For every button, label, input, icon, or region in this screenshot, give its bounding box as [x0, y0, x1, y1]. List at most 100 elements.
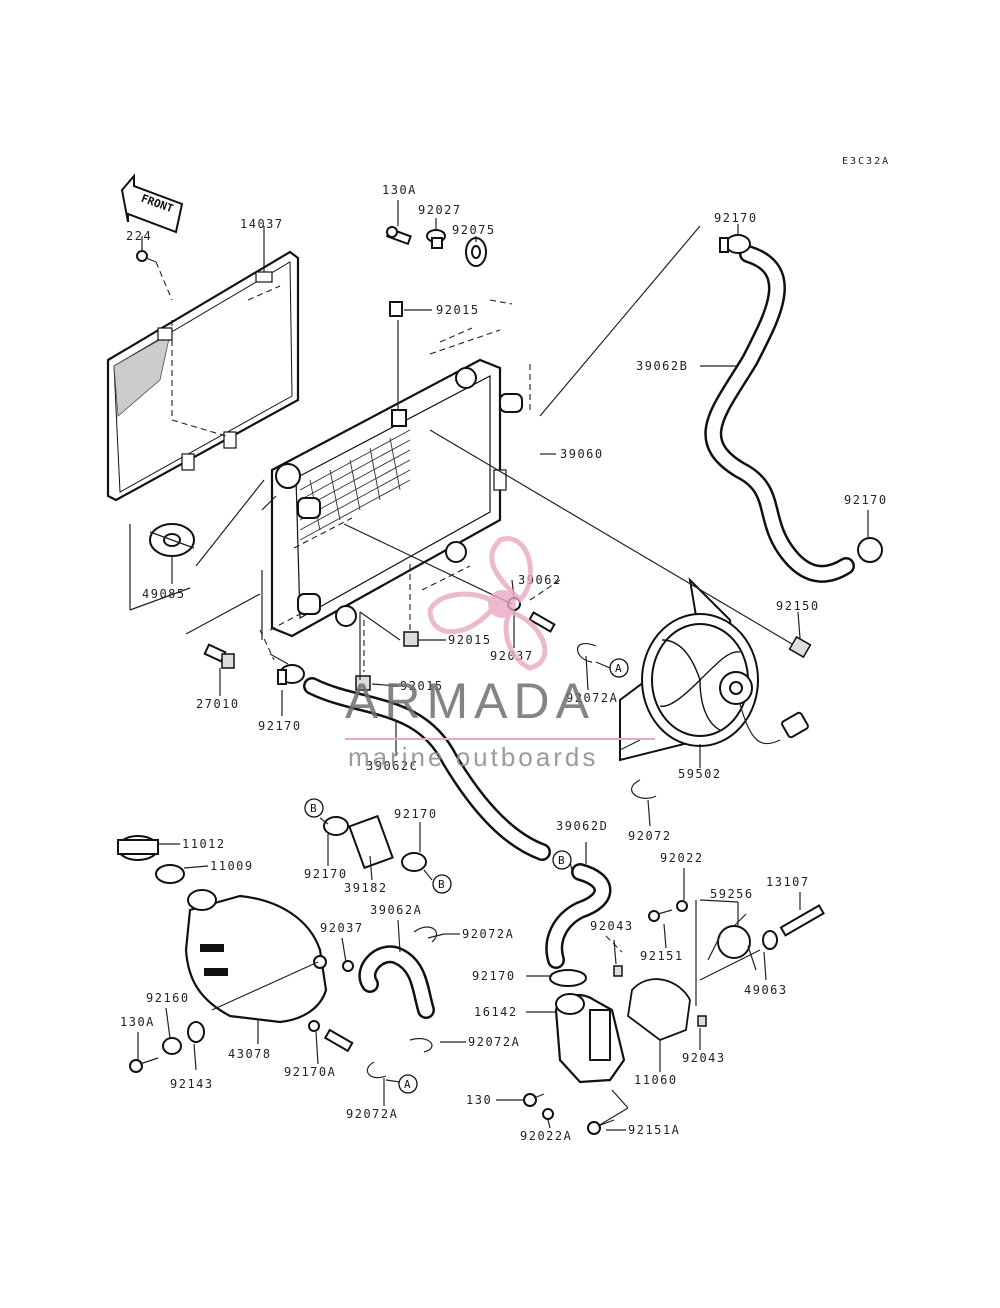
label-92072a-low1: 92072A: [462, 927, 514, 941]
callout-a1-text: A: [615, 662, 622, 675]
label-92170-pump: 92170: [472, 969, 516, 983]
callout-a1: A: [609, 658, 629, 678]
bracket-92015-mid: [403, 631, 419, 647]
clip-92170a: [308, 1020, 320, 1032]
label-130a-top: 130A: [382, 183, 417, 197]
hose-39062b: [704, 245, 855, 583]
clamp-92072a-low1: [413, 926, 438, 943]
label-92151: 92151: [640, 949, 684, 963]
bracket-92015-top: [389, 301, 403, 317]
label-92072a-low3: 92072A: [346, 1107, 398, 1121]
label-92170-top: 92170: [714, 211, 758, 225]
callout-b3: B: [552, 850, 572, 870]
label-39062b: 39062B: [636, 359, 688, 373]
callout-b2-text: B: [438, 878, 445, 891]
impeller-59256: [707, 913, 757, 971]
damper-92160: [162, 1037, 182, 1055]
clamp-92170-b2: [401, 852, 427, 872]
label-92037-low: 92037: [320, 921, 364, 935]
leader-lines: [129, 200, 869, 1131]
washer-92022a: [542, 1108, 554, 1120]
label-92160: 92160: [146, 991, 190, 1005]
clamp-92072a-low3: [366, 1061, 387, 1079]
label-92022a: 92022A: [520, 1129, 572, 1143]
callout-b1-text: B: [310, 802, 317, 815]
pin-92170a: [323, 1028, 354, 1053]
hose-39062a: [358, 945, 435, 1019]
bolt-92150: [788, 635, 812, 659]
label-92015-top: 92015: [436, 303, 480, 317]
label-11009: 11009: [210, 859, 254, 873]
label-92072a-low2: 92072A: [468, 1035, 520, 1049]
label-59502: 59502: [678, 767, 722, 781]
label-49085: 49085: [142, 587, 186, 601]
reservoir-tank-43078: [184, 889, 328, 1024]
label-39060: 39060: [560, 447, 604, 461]
label-39062: 39062: [518, 573, 562, 587]
label-92015-low: 92015: [400, 679, 444, 693]
grommet-92075: [465, 237, 487, 267]
callout-b2: B: [432, 874, 452, 894]
watermark-tagline: marine outboards: [348, 742, 599, 772]
clamp-92170-top: [719, 234, 751, 254]
callout-b3-text: B: [558, 854, 565, 867]
dashed-lines: [155, 261, 623, 953]
label-43078: 43078: [228, 1047, 272, 1061]
label-92072: 92072: [628, 829, 672, 843]
seal-49063: [762, 930, 778, 950]
bolt-130a-top: [385, 226, 412, 246]
radiator-screen: [106, 250, 300, 502]
pipe-39182: [348, 814, 394, 870]
watermark-divider: [345, 738, 655, 740]
label-11012: 11012: [182, 837, 226, 851]
label-92022: 92022: [660, 851, 704, 865]
clamp-92072a-low2: [409, 1038, 433, 1053]
pin-92043-b: [697, 1015, 707, 1027]
label-92151a: 92151A: [628, 1123, 680, 1137]
bolt-130: [523, 1093, 545, 1107]
bolt-92151a: [587, 1119, 615, 1135]
label-49063: 49063: [744, 983, 788, 997]
label-92170-b1: 92170: [304, 867, 348, 881]
clamp-92170-left: [277, 664, 305, 685]
label-92143: 92143: [170, 1077, 214, 1091]
label-92150: 92150: [776, 599, 820, 613]
radiator-cap-49085: [149, 523, 195, 557]
label-92072a-mid: 92072A: [566, 691, 618, 705]
washer-92022: [676, 900, 688, 912]
callout-b1: B: [304, 798, 324, 818]
radiator-core: [270, 358, 523, 638]
label-130a-low: 130A: [120, 1015, 155, 1029]
label-92170-right: 92170: [844, 493, 888, 507]
temp-switch-27010: [203, 643, 235, 669]
hose-39062d: [545, 863, 612, 969]
shaft-13107: [779, 904, 825, 937]
label-11060: 11060: [634, 1073, 678, 1087]
label-92075: 92075: [452, 223, 496, 237]
callout-a2: A: [398, 1074, 418, 1094]
label-92043-a: 92043: [590, 919, 634, 933]
clamp-92072: [631, 779, 657, 799]
screw-224: [136, 250, 157, 263]
label-39182: 39182: [344, 881, 388, 895]
clamp-92072a-mid: [577, 643, 597, 663]
label-39062d: 39062D: [556, 819, 608, 833]
bolt-130a-low: [129, 1057, 159, 1073]
label-130: 130: [466, 1093, 492, 1107]
clamp-92170-b1: [323, 816, 349, 836]
label-14037: 14037: [240, 217, 284, 231]
label-92170a: 92170A: [284, 1065, 336, 1079]
label-92037-mid: 92037: [490, 649, 534, 663]
label-92015-mid: 92015: [448, 633, 492, 647]
fan-assembly-59502: [619, 577, 809, 762]
watermark-logo-icon: [427, 536, 548, 671]
watermark-brand: ARMADA: [345, 673, 595, 729]
front-arrow-icon: FRONT: [120, 173, 184, 234]
label-92043-b: 92043: [682, 1051, 726, 1065]
hose-39062c: [303, 677, 551, 861]
clip-92037-low: [342, 960, 354, 972]
cap-11012: [117, 835, 159, 861]
seal-11009: [155, 864, 185, 884]
label-27010: 27010: [196, 697, 240, 711]
